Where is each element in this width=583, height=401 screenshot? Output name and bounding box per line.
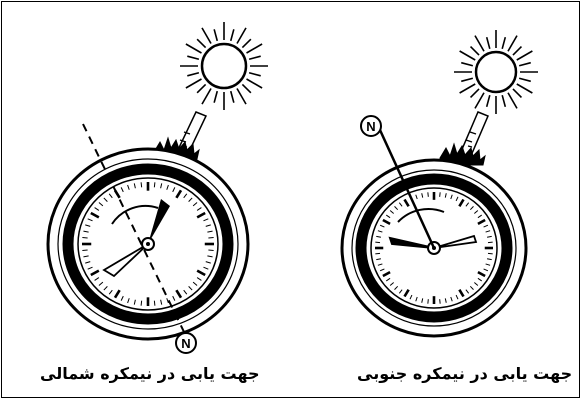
right-sun-icon: [454, 30, 538, 114]
left-watch: [48, 149, 248, 339]
left-panel: [48, 22, 268, 353]
right-north-label: N: [366, 119, 375, 134]
right-caption: جهت یابی در نیمکره جنوبی: [357, 364, 572, 383]
left-north-label: N: [181, 336, 190, 351]
left-caption: جهت یابی در نیمکره شمالی: [40, 364, 260, 383]
right-stick-shadow: [440, 112, 488, 165]
right-panel: [342, 30, 538, 336]
left-sun-icon: [180, 22, 268, 110]
